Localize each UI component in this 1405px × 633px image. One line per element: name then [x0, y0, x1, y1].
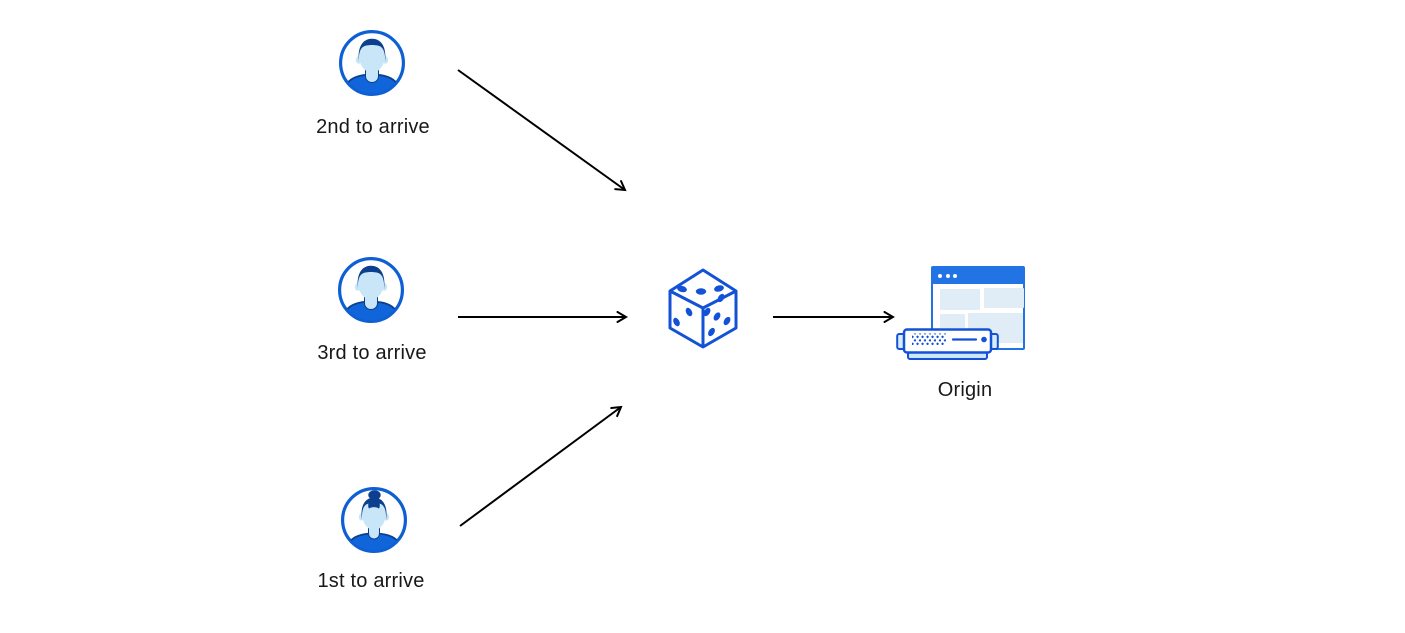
origin-server-icon [896, 328, 999, 360]
male-user-avatar-icon [339, 30, 405, 96]
browser-titlebar [932, 267, 1024, 284]
visitor3-label: 3rd to arrive [317, 342, 427, 364]
visitor2-label: 2nd to arrive [316, 116, 430, 138]
visitor1-label: 1st to arrive [317, 570, 425, 592]
content-placeholder [940, 289, 980, 310]
female-user-avatar-icon [341, 487, 407, 553]
male-user-avatar-icon [338, 257, 404, 323]
content-placeholder [984, 288, 1024, 308]
window-dot [953, 273, 957, 278]
origin-label: Origin [937, 379, 993, 401]
window-dot [938, 273, 942, 278]
content-placeholder [940, 314, 965, 328]
window-dot [945, 273, 950, 278]
dice-icon [668, 268, 738, 349]
arrow-visitor1-to-dice [459, 405, 623, 527]
arrow-visitor2-to-dice [457, 69, 627, 192]
browser-window-icon [931, 266, 1025, 350]
